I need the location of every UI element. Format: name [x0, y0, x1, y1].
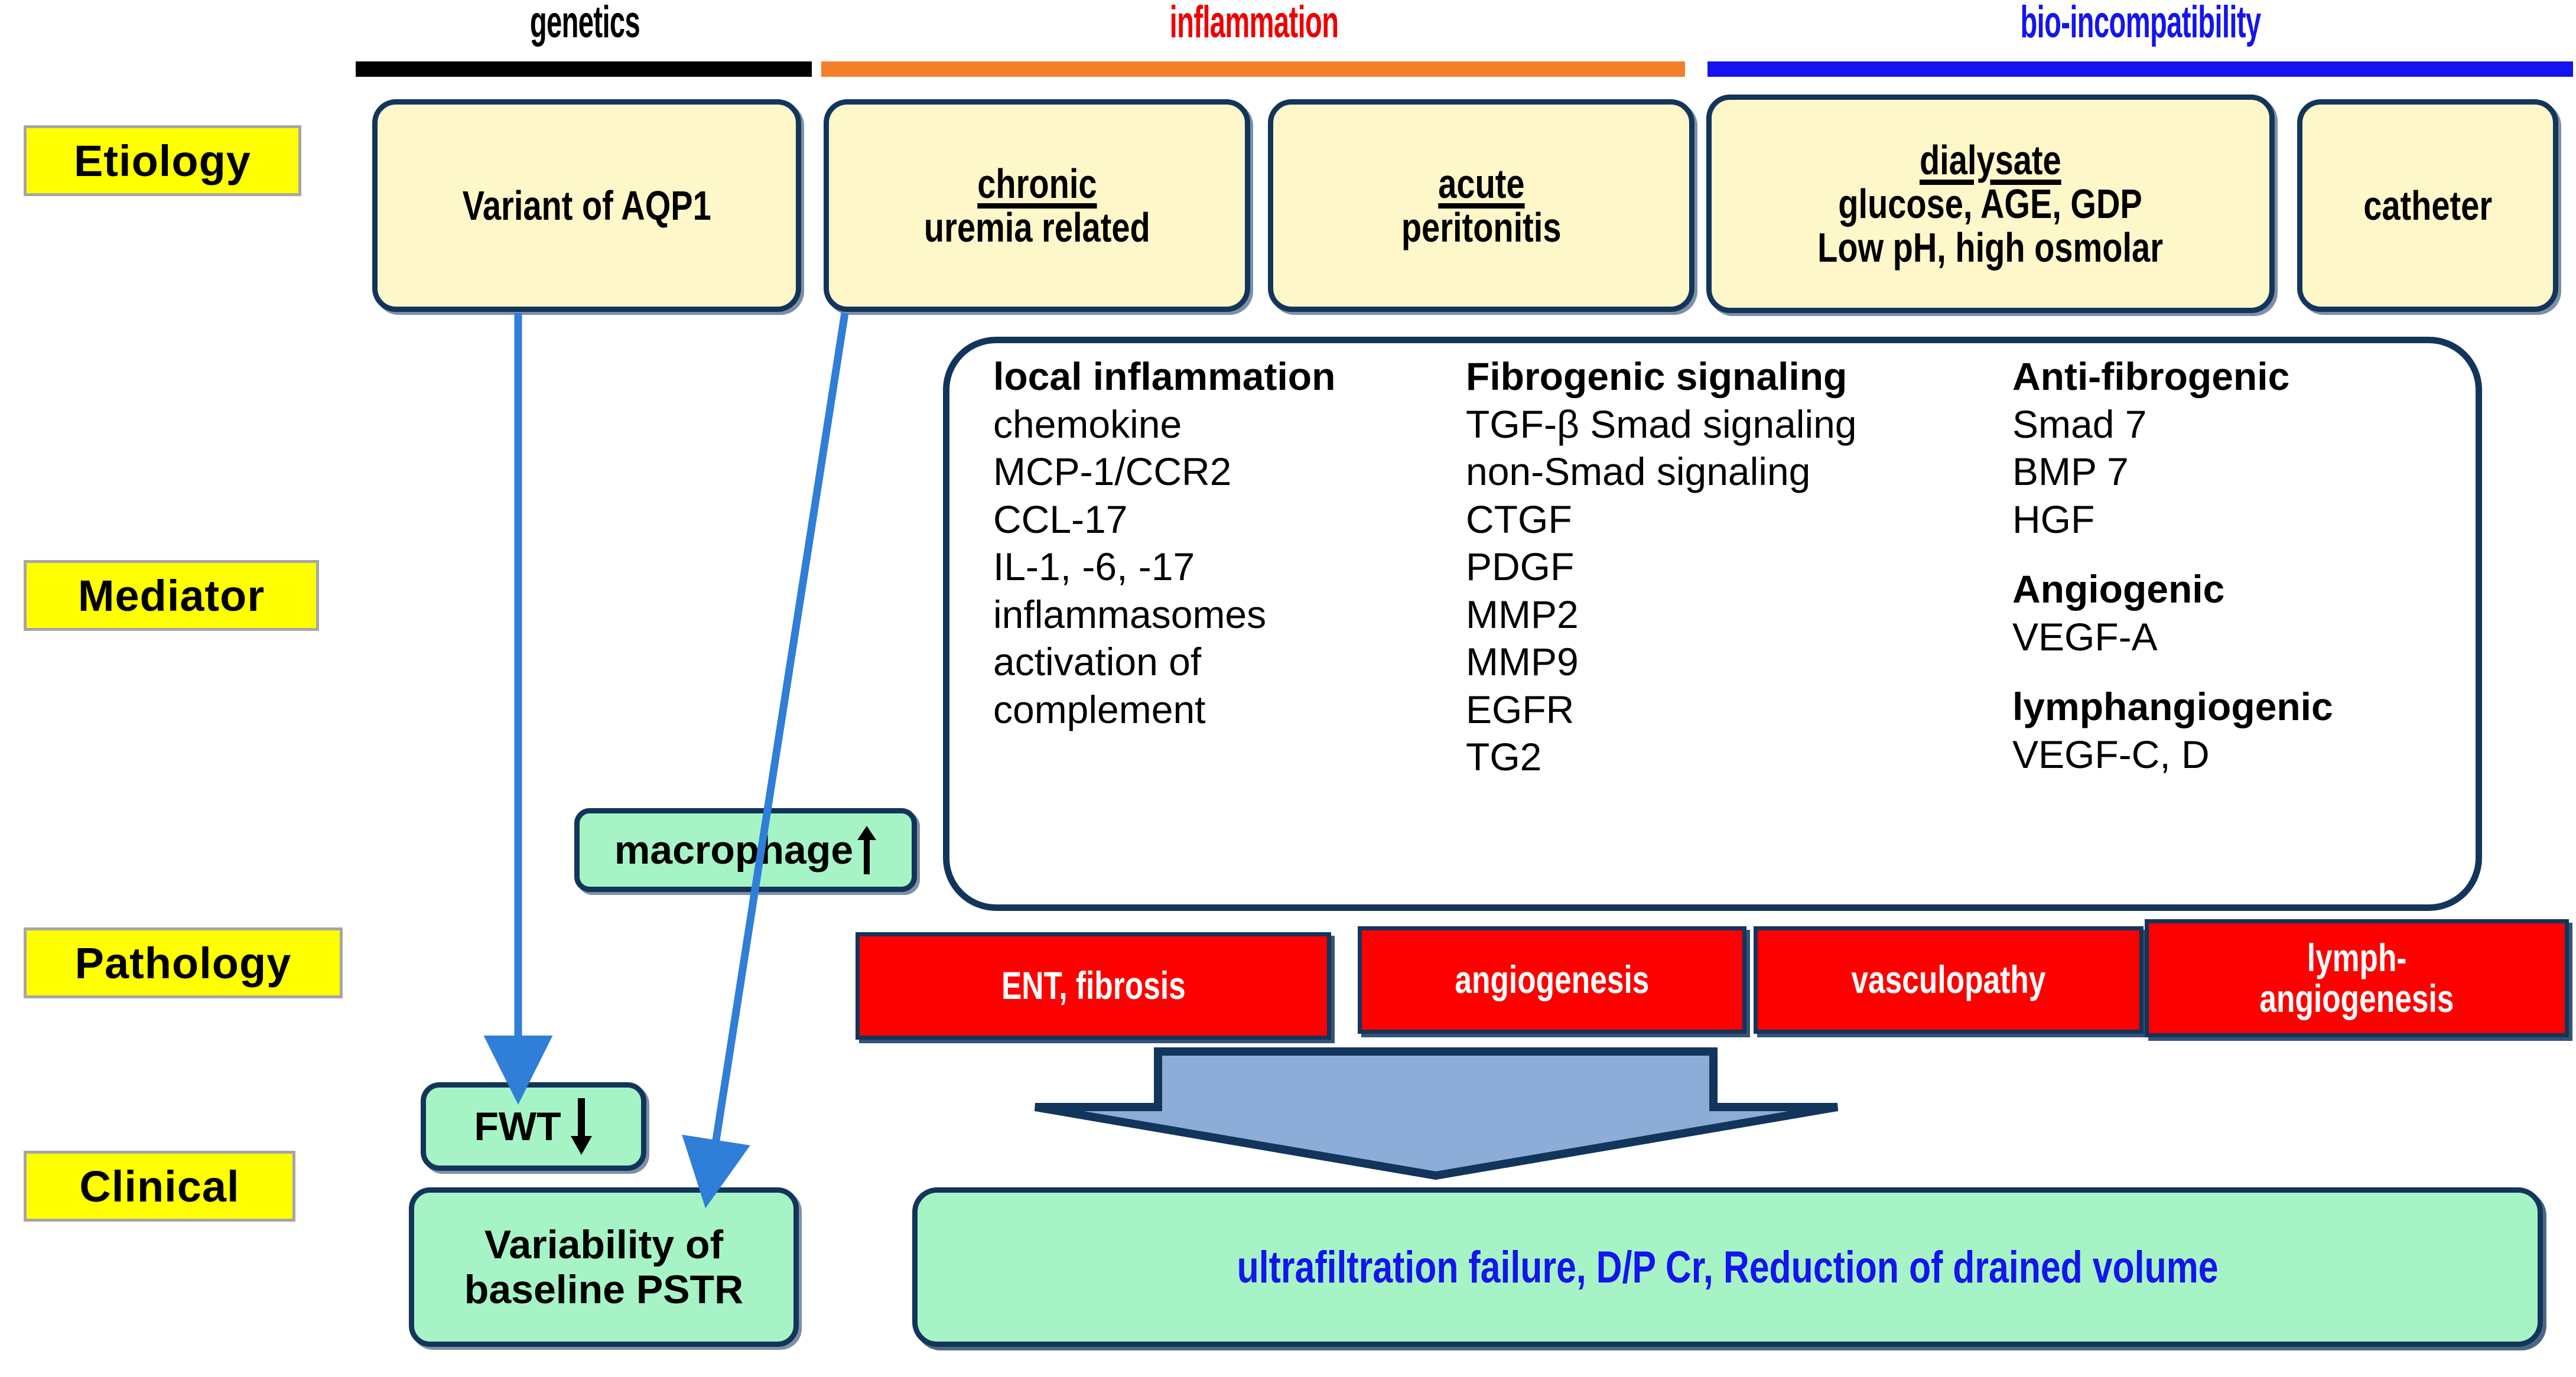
pstr-label: baseline PSTR	[464, 1267, 744, 1312]
mediator-item: CCL-17	[993, 497, 1128, 541]
mediator-item: activation of	[993, 640, 1202, 684]
fwt-box[interactable]: FWT	[421, 1082, 646, 1171]
mediator-item: BMP 7	[2012, 450, 2129, 494]
mediator-item: VEGF-A	[2012, 614, 2158, 659]
etiology-line: Variant of AQP1	[462, 182, 711, 229]
mediator-item: TGF-β Smad signaling	[1466, 402, 1857, 446]
etiology-line: Low pH, high osmolar	[1817, 224, 2164, 271]
stage-label-clinical: Clinical	[24, 1151, 295, 1222]
etiology-line: acute	[1437, 160, 1525, 207]
pathology-box-vasculopathy[interactable]: vasculopathy	[1754, 926, 2144, 1034]
etiology-line: uremia related	[923, 204, 1150, 250]
column-label-genetics: genetics	[529, 0, 640, 47]
mediator-item: MCP-1/CCR2	[993, 450, 1232, 494]
mediator-heading: Fibrogenic signaling	[1466, 354, 1848, 398]
outcome-label: ultrafiltration failure, D/P Cr, Reducti…	[1237, 1242, 2219, 1293]
mediator-box: local inflammation chemokine MCP-1/CCR2 …	[943, 337, 2482, 911]
column-label-bio-incompatibility: bio-incompatibility	[2020, 0, 2261, 47]
pathology-label: vasculopathy	[1851, 958, 2046, 1002]
mediator-item: MMP2	[1466, 592, 1579, 636]
stage-label-pathology: Pathology	[24, 927, 343, 998]
wide-down-arrow	[1034, 1047, 1839, 1180]
mediator-item: chemokine	[993, 402, 1182, 446]
etiology-box-dialysate[interactable]: dialysate glucose, AGE, GDP Low pH, high…	[1706, 95, 2275, 313]
etiology-line: dialysate	[1920, 136, 2061, 183]
mediator-item: non-Smad signaling	[1466, 450, 1811, 494]
pathology-box-lymphangiogenesis[interactable]: lymph- angiogenesis	[2145, 919, 2569, 1037]
macrophage-box[interactable]: macrophage	[574, 808, 917, 892]
column-bar-bio-incompatibility	[1707, 61, 2573, 77]
column-label-inflammation: inflammation	[1169, 0, 1339, 47]
etiology-box-catheter[interactable]: catheter	[2297, 99, 2558, 312]
mediator-column-anti-fibrogenic: Anti-fibrogenic Smad 7 BMP 7 HGF Angioge…	[2012, 343, 2461, 904]
etiology-line: chronic	[977, 160, 1097, 207]
pathology-box-angiogenesis[interactable]: angiogenesis	[1358, 926, 1746, 1034]
fwt-label: FWT	[474, 1103, 561, 1149]
stage-label-mediator: Mediator	[24, 560, 319, 631]
mediator-heading: local inflammation	[993, 354, 1336, 398]
mediator-item: TG2	[1466, 735, 1542, 779]
etiology-box-chronic-uremia-related[interactable]: chronic uremia related	[824, 99, 1250, 312]
spacer	[2012, 543, 2461, 565]
mediator-item: EGFR	[1466, 687, 1575, 731]
etiology-line: catheter	[2363, 182, 2492, 229]
mediator-item: PDGF	[1466, 545, 1575, 589]
column-bar-genetics	[356, 61, 812, 77]
etiology-line: glucose, AGE, GDP	[1838, 180, 2143, 227]
mediator-heading: Anti-fibrogenic	[2012, 354, 2290, 398]
pstr-label: Variability of	[484, 1222, 724, 1267]
arrow-up-icon	[857, 825, 877, 875]
mediator-column-local-inflammation: local inflammation chemokine MCP-1/CCR2 …	[949, 343, 1466, 904]
column-bar-inflammation	[821, 61, 1685, 77]
mediator-column-fibrogenic-signaling: Fibrogenic signaling TGF-β Smad signalin…	[1466, 343, 2012, 904]
spacer	[2012, 660, 2461, 683]
arrow-uremia-to-pstr	[682, 312, 849, 1209]
mediator-item: HGF	[2012, 497, 2095, 541]
mediator-item: Smad 7	[2012, 402, 2147, 446]
pathology-box-ent-fibrosis[interactable]: ENT, fibrosis	[856, 932, 1331, 1040]
macrophage-label: macrophage	[614, 827, 854, 873]
etiology-box-variant-of-aqp1[interactable]: Variant of AQP1	[372, 99, 801, 312]
pstr-box[interactable]: Variability of baseline PSTR	[409, 1187, 799, 1347]
etiology-box-acute-peritonitis[interactable]: acute peritonitis	[1268, 99, 1694, 312]
pathology-label: angiogenesis	[1455, 958, 1650, 1002]
mediator-heading: lymphangiogenic	[2012, 685, 2333, 729]
mediator-item: IL-1, -6, -17	[993, 545, 1195, 589]
mediator-item: inflammasomes	[993, 592, 1267, 636]
mediator-item: CTGF	[1466, 497, 1572, 541]
stage-label-etiology: Etiology	[24, 125, 301, 196]
mediator-item: MMP9	[1466, 640, 1579, 684]
etiology-line: peritonitis	[1401, 204, 1562, 250]
arrow-down-icon	[570, 1097, 593, 1156]
mediator-item: VEGF-C, D	[2012, 732, 2210, 776]
pathology-label: lymph-	[2307, 935, 2407, 979]
mediator-item: complement	[993, 687, 1206, 731]
pathology-label: angiogenesis	[2259, 976, 2454, 1020]
outcome-box[interactable]: ultrafiltration failure, D/P Cr, Reducti…	[912, 1187, 2543, 1347]
mediator-heading: Angiogenic	[2012, 567, 2225, 611]
pathology-label: ENT, fibrosis	[1001, 963, 1186, 1008]
